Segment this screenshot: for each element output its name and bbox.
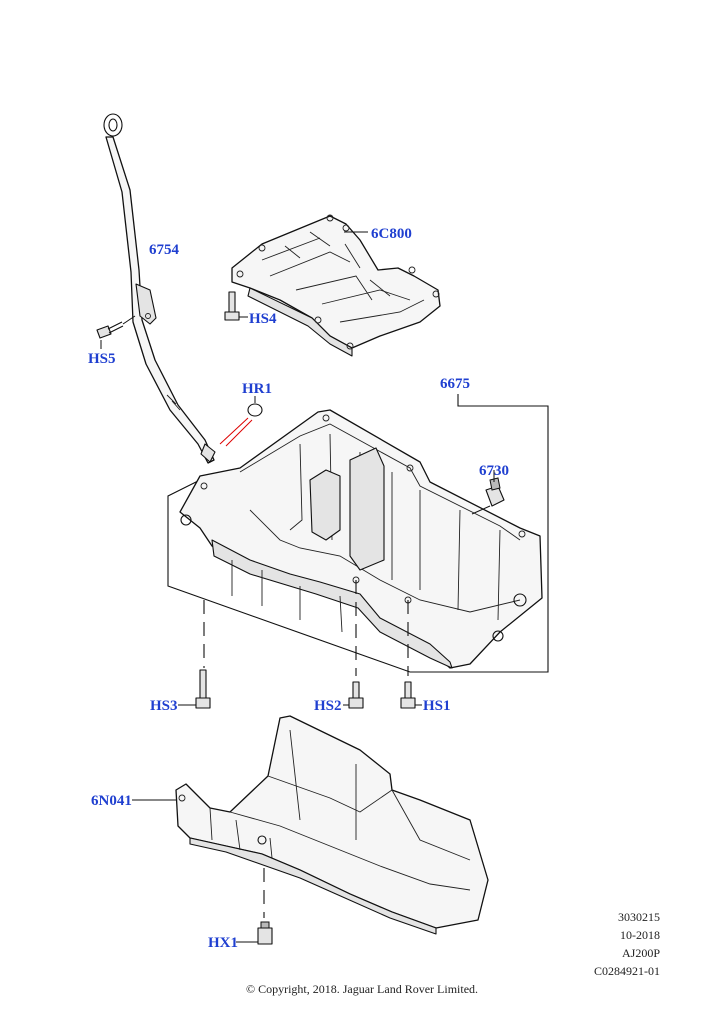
- footer-code-3: AJ200P: [621, 946, 660, 960]
- callout-hs1[interactable]: HS1: [423, 698, 451, 714]
- callout-hs4[interactable]: HS4: [249, 311, 277, 327]
- callout-hr1[interactable]: HR1: [242, 381, 272, 397]
- callout-6675[interactable]: 6675: [440, 376, 470, 392]
- callout-6n041[interactable]: 6N041: [91, 793, 132, 809]
- baffle-part: [231, 214, 441, 357]
- drain-plug: [471, 470, 505, 515]
- hr1-seal: [219, 396, 263, 447]
- footer-code-1: 3030215: [618, 910, 660, 924]
- oil-pan-part: [179, 409, 543, 669]
- hx1-bolt: [236, 921, 273, 945]
- callout-hs3[interactable]: HS3: [150, 698, 178, 714]
- footer-code-4: C0284921-01: [594, 964, 660, 978]
- callout-hs2[interactable]: HS2: [314, 698, 342, 714]
- hs5-bolt: [96, 315, 136, 349]
- callout-6730[interactable]: 6730: [479, 463, 509, 479]
- callout-6c800[interactable]: 6C800: [371, 226, 412, 242]
- callout-6754[interactable]: 6754: [149, 242, 179, 258]
- copyright-notice: © Copyright, 2018. Jaguar Land Rover Lim…: [245, 982, 479, 996]
- hs4-bolt: [224, 291, 248, 321]
- dipstick-part: [103, 113, 216, 464]
- callout-hs5[interactable]: HS5: [88, 351, 116, 367]
- pan-bolts: [178, 669, 422, 709]
- oil-pan-frame: [167, 394, 549, 673]
- footer-code-2: 10-2018: [620, 928, 660, 942]
- lower-shield-part: [132, 715, 489, 935]
- callout-hx1[interactable]: HX1: [208, 935, 238, 951]
